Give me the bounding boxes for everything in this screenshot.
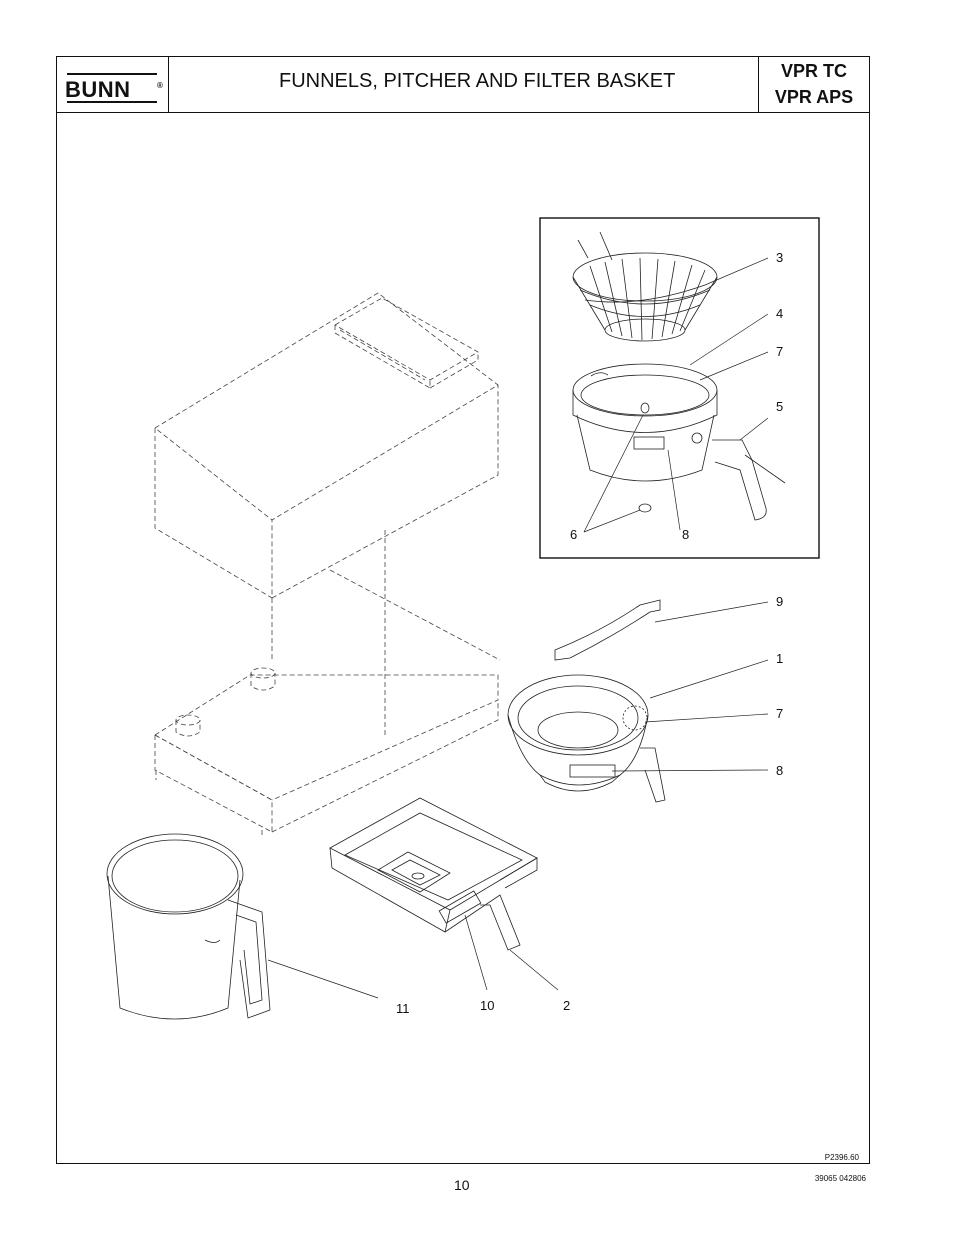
logo-text: BUNN <box>65 77 131 102</box>
wire-filter-basket <box>572 231 718 342</box>
drip-tray <box>329 797 538 951</box>
callout-4: 4 <box>776 306 784 321</box>
model-line-1: VPR TC <box>780 61 847 81</box>
detail-inset-box <box>539 217 820 559</box>
callout-9: 9 <box>776 594 784 609</box>
callout-10: 10 <box>480 998 495 1013</box>
page-title: FUNNELS, PITCHER AND FILTER BASKET <box>279 70 676 92</box>
pitcher <box>106 833 271 1020</box>
model-cell: VPR TC VPR APS <box>759 57 869 112</box>
callout-7-lower: 7 <box>776 706 784 721</box>
bunn-logo: BUNN ® <box>65 71 163 103</box>
detail-funnel <box>572 363 786 521</box>
logo-top-bar <box>67 73 157 75</box>
page-number: 10 <box>454 1177 470 1193</box>
callout-7: 7 <box>776 344 784 359</box>
logo-cell: BUNN ® <box>57 57 169 112</box>
figure-number: P2396.60 <box>824 1153 859 1162</box>
plastic-funnel <box>507 674 666 803</box>
header: BUNN ® FUNNELS, PITCHER AND FILTER BASKE… <box>56 56 870 113</box>
callout-8: 8 <box>682 527 690 542</box>
model-line-2: VPR APS <box>774 87 854 107</box>
logo-bottom-bar <box>67 101 157 103</box>
splash-shield <box>554 599 661 661</box>
callout-6: 6 <box>570 527 578 542</box>
callout-2: 2 <box>563 998 571 1013</box>
callout-11: 11 <box>396 1001 410 1016</box>
callout-1: 1 <box>776 651 784 666</box>
registered-mark: ® <box>157 81 163 90</box>
callout-8-lower: 8 <box>776 763 784 778</box>
callout-5: 5 <box>776 399 784 414</box>
callout-3: 3 <box>776 250 784 265</box>
title-cell: FUNNELS, PITCHER AND FILTER BASKET <box>169 57 759 112</box>
leader-lines <box>267 257 769 999</box>
document-number: 39065 042806 <box>814 1174 866 1183</box>
brewer-outline <box>154 292 501 838</box>
